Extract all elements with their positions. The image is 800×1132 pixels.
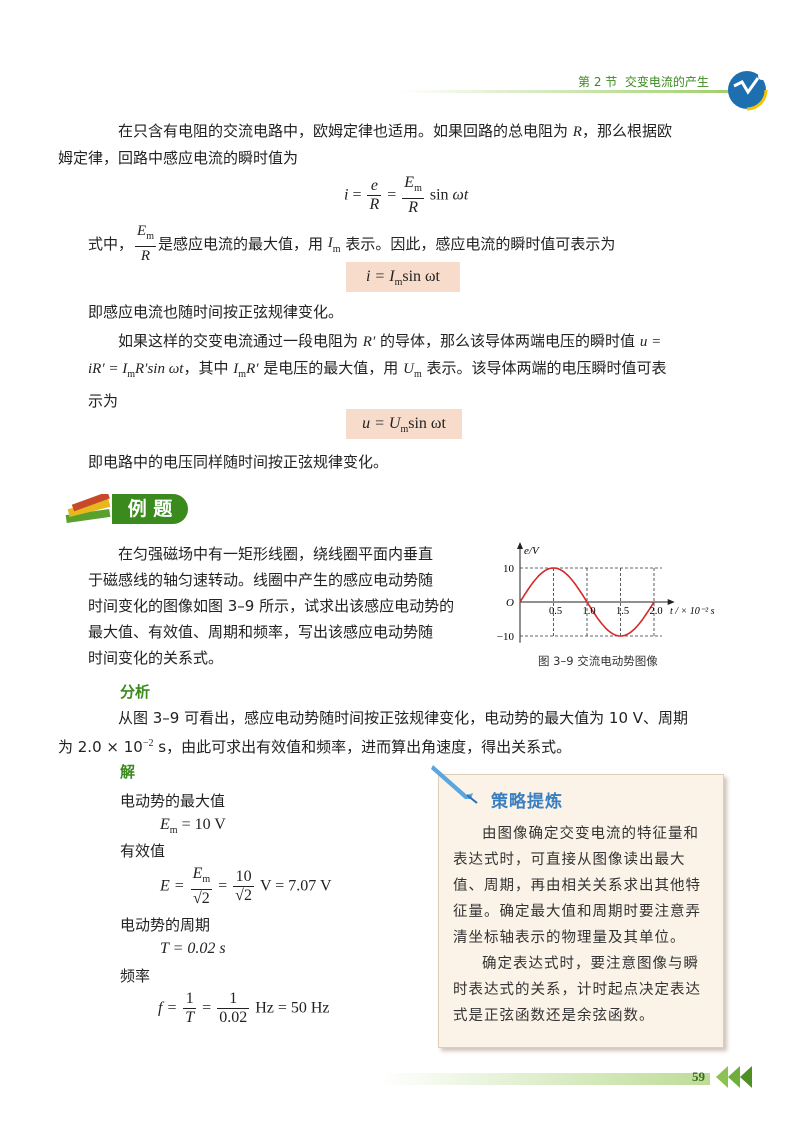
header-logo-icon [726,69,768,111]
x-axis-arrow [667,599,675,605]
tip-paragraph-2: 确定表达式时，要注意图像与瞬时表达式的关系，计时起点决定表达式是正弦函数还是余弦… [453,956,701,1024]
strategy-tip-box: 策略提炼 由图像确定交变电流的特征量和表达式时，可直接从图像读出最大值、周期，再… [431,765,724,1048]
example-text: 在匀强磁场中有一矩形线圈，绕线圈平面内垂直 于磁感线的轴匀速转动。线圈中产生的感… [88,545,455,667]
header-gradient-line [400,90,730,93]
x-tick-label-0: 0.5 [549,606,562,617]
x-tick-label-3: 2.0 [649,606,662,617]
y-tick-label-0: 10 [503,563,515,575]
y-tick-label-1: −10 [497,631,515,643]
formula-current-instant: i = Imsin ωt [346,262,460,292]
origin-label: O [506,597,514,609]
solution-eff-label: 有效值 [120,842,166,860]
y-axis-arrow [517,542,523,549]
formula-voltage-instant: u = Umsin ωt [346,409,462,439]
example-label: 例 题 [112,494,188,524]
emf-chart: e/V O 10 −10 0.5 1.0 1.5 2.0 t / × 10⁻² s [497,542,715,643]
paragraph-ohm: 在只含有电阻的交流电路中，欧姆定律也适用。如果回路的总电阻为 R，那么根据欧 姆… [58,122,672,167]
tip-body: 由图像确定交变电流的特征量和表达式时，可直接从图像读出最大值、周期，再由相关关系… [453,821,711,1029]
solution-period-eq: T = 0.02 s [160,940,226,957]
figure-caption: 图 3–9 交流电动势图像 [538,654,658,668]
analysis-heading: 分析 [120,683,151,701]
solution-max-label: 电动势的最大值 [120,792,226,810]
page-number: 59 [692,1069,705,1084]
paragraph-current-sine: 即感应电流也随时间按正弦规律变化。 [88,303,344,321]
tip-paragraph-1: 由图像确定交变电流的特征量和表达式时，可直接从图像读出最大值、周期，再由相关关系… [453,826,701,946]
analysis-text: 从图 3–9 可看出，感应电动势随时间按正弦规律变化，电动势的最大值为 10 V… [58,709,689,756]
books-icon [65,494,111,524]
x-axis-label: t / × 10⁻² s [670,606,715,617]
solution-freq-label: 频率 [120,967,151,985]
example-banner: 例 题 [62,494,188,524]
solution-eff-eq: E = Em√2 = 10√2 V = 7.07 V [160,865,332,908]
header-section: 第 2 节 交变电流的产生 [578,75,709,89]
solution-heading: 解 [120,763,136,781]
solution-max-eq: Em = 10 V [160,816,226,837]
tip-title: 策略提炼 [491,792,563,812]
pen-icon [431,765,478,804]
footer-bar [380,1073,710,1085]
solution-period-label: 电动势的周期 [120,916,211,934]
series-line [519,567,655,637]
x-tick-label-1: 1.0 [582,606,595,617]
paragraph-voltage-sine: 即电路中的电压同样随时间按正弦规律变化。 [88,453,389,471]
footer-arrows-icon [716,1066,752,1088]
y-axis-label: e/V [524,545,540,557]
x-tick-label-2: 1.5 [616,606,629,617]
paragraph-voltage: 如果这样的交变电流通过一段电阻为 R′ 的导体，那么该导体两端电压的瞬时值 u … [88,332,667,410]
